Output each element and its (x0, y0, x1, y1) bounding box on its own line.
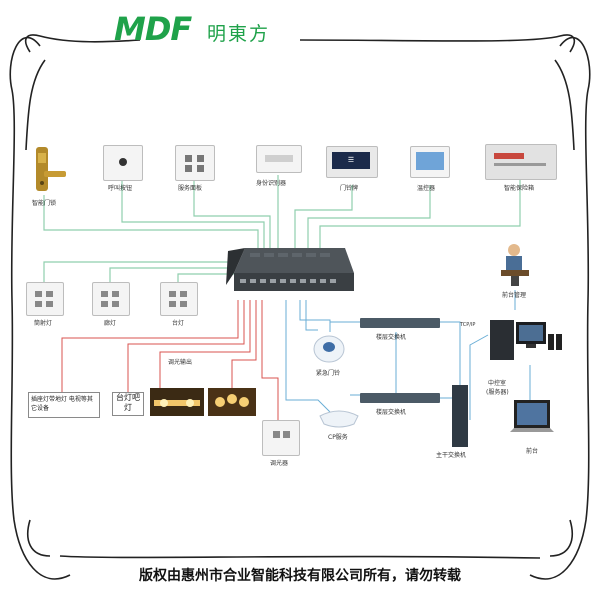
light-switch-icon (26, 282, 64, 316)
light-label: 台灯 (172, 320, 185, 327)
thermostat-icon (410, 146, 450, 178)
backbone-switch-icon (452, 385, 468, 447)
network-label: 前台管理 (502, 292, 527, 299)
network-label: 楼层交换机 (376, 409, 407, 416)
network-label: (服务器) (486, 389, 509, 396)
svg-text:TCP/IP: TCP/IP (459, 322, 475, 328)
switch-panel-label: 调光器 (270, 460, 289, 467)
light-switch-icon (92, 282, 130, 316)
light-label: 筒射灯 (34, 320, 53, 327)
brand-name: 明東方 (207, 23, 271, 45)
light-switch-icon (160, 282, 198, 316)
chandelier-icon (208, 388, 256, 416)
door-lock-icon (36, 147, 66, 191)
floor-switch-icon (360, 318, 440, 328)
light-label: 廊灯 (104, 320, 117, 327)
laptop-icon (510, 400, 554, 432)
brand-logo: MDF (114, 10, 192, 48)
relay-label: 调光输出 (168, 359, 193, 366)
device-label: 智能保险箱 (504, 185, 535, 192)
room-controller-icon (226, 248, 354, 291)
service-panel-icon (175, 145, 215, 181)
wall-lamp-icon (150, 388, 204, 416)
ceiling-sensor-icon (319, 410, 359, 428)
sensor-label: CP服务 (328, 434, 348, 441)
card-reader-icon (256, 145, 302, 173)
device-label: 智能门锁 (32, 200, 57, 207)
network-label: 楼层交换机 (376, 334, 407, 341)
doorbell-display-icon: ☰ (326, 146, 378, 178)
device-label: 身份识别器 (256, 180, 287, 187)
sensor-label: 紧急门铃 (316, 370, 341, 377)
server-computer-icon (490, 320, 562, 360)
device-label: 门铃牌 (340, 185, 359, 192)
emergency-bell-icon (313, 335, 345, 363)
network-label: 前台 (526, 448, 539, 455)
outlet-box: 插座灯带地灯 电视等其它设备 (28, 392, 100, 418)
device-label: 服务面板 (178, 185, 203, 192)
reception-person-icon (501, 244, 529, 286)
network-label: 主干交换机 (436, 452, 467, 459)
desk-lamp-box: 台灯吧灯 (112, 392, 144, 416)
dimmer-switch-icon (262, 420, 300, 456)
floor-switch-icon (360, 393, 440, 403)
network-label: 中控室 (488, 380, 507, 387)
device-label: 呼叫按钮 (108, 185, 133, 192)
device-label: 温控器 (417, 185, 436, 192)
call-button-icon (103, 145, 143, 181)
copyright-footer: 版权由惠州市合业智能科技有限公司所有，请勿转载 (139, 568, 461, 584)
safe-icon (485, 144, 557, 180)
